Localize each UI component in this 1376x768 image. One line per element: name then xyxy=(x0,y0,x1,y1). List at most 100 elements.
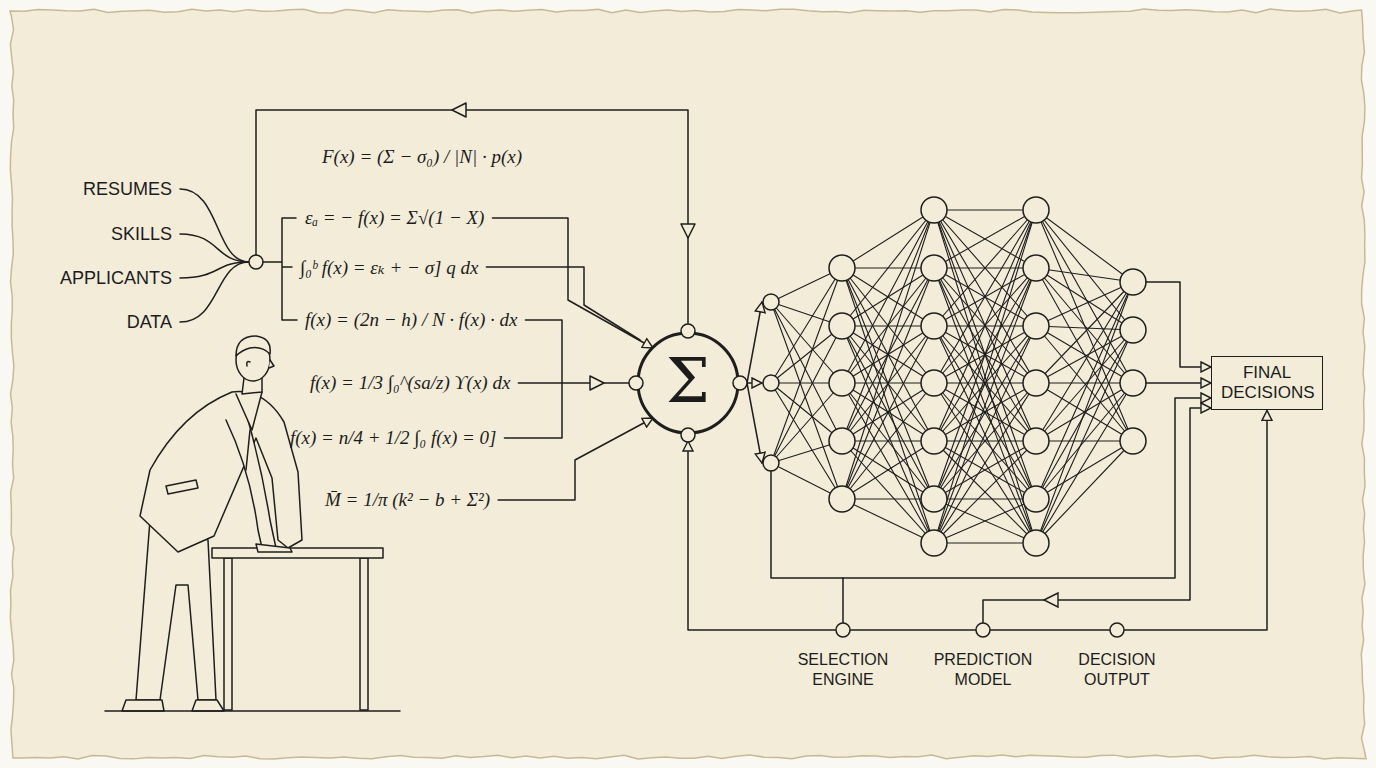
port-dot xyxy=(733,376,747,390)
network-neuron xyxy=(1120,428,1146,454)
drawing-group xyxy=(105,103,1211,711)
network-neuron xyxy=(1023,486,1049,512)
network-link xyxy=(1036,282,1133,499)
man-shoe xyxy=(192,700,224,711)
network-link xyxy=(1036,210,1133,330)
network-link xyxy=(934,210,1036,383)
network-link xyxy=(934,268,1036,499)
network-link xyxy=(1036,382,1133,383)
connector xyxy=(1124,410,1267,630)
network-link xyxy=(934,499,1036,543)
network-link xyxy=(842,268,934,499)
ground-line xyxy=(105,710,400,712)
network-neuron xyxy=(1120,317,1146,343)
network-link xyxy=(934,326,1036,543)
network-link xyxy=(1036,282,1133,543)
man-hand xyxy=(256,544,292,552)
stage-label: PREDICTION MODEL xyxy=(928,650,1038,690)
network-link xyxy=(1036,282,1133,326)
network-link xyxy=(934,268,1036,499)
network-neuron xyxy=(1023,313,1049,339)
stage-circle xyxy=(976,623,990,637)
network-link xyxy=(842,441,934,499)
stage-dot xyxy=(835,622,851,638)
connector xyxy=(990,629,1110,631)
neural-network xyxy=(763,197,1146,556)
network-link xyxy=(1036,383,1133,499)
flow-triangle xyxy=(452,103,466,117)
port-dot xyxy=(629,376,643,390)
table-leg xyxy=(224,558,232,710)
network-neuron xyxy=(1023,428,1049,454)
network-link xyxy=(1036,441,1133,543)
table-leg xyxy=(360,558,368,710)
connector xyxy=(983,408,1211,623)
connector xyxy=(688,441,836,630)
network-neuron xyxy=(921,428,947,454)
network-neuron xyxy=(921,197,947,223)
junction-dot xyxy=(249,255,263,269)
input-label: APPLICANTS xyxy=(60,268,172,289)
network-link xyxy=(842,268,934,499)
stage-dot xyxy=(1109,622,1125,638)
network-neuron xyxy=(921,486,947,512)
man-face xyxy=(247,360,274,368)
network-link xyxy=(1036,268,1133,282)
output-box: FINAL DECISIONS xyxy=(1211,356,1323,411)
flow-triangle xyxy=(1044,593,1058,607)
output-wire xyxy=(1146,382,1211,384)
formula-text: ∫₀ᵇ f(x) = εₖ + − σ] q dx xyxy=(300,256,478,279)
network-neuron xyxy=(829,486,855,512)
sum-ring xyxy=(638,333,738,433)
network-link xyxy=(1036,330,1133,543)
network-neuron xyxy=(1023,370,1049,396)
formula-wire xyxy=(498,418,653,500)
man-collar xyxy=(236,392,262,470)
network-neuron xyxy=(829,255,855,281)
stage-dot xyxy=(975,622,991,638)
network-neuron xyxy=(921,370,947,396)
network-link xyxy=(842,499,934,543)
network-link xyxy=(842,210,934,383)
network-link xyxy=(1036,330,1133,441)
stage-circle xyxy=(1110,623,1124,637)
network-link xyxy=(934,326,1036,543)
network-link xyxy=(842,441,934,499)
stage-label: DECISION OUTPUT xyxy=(1062,650,1172,690)
formula-text: f(x) = n/4 + 1/2 ∫₀ f(x) = 0] xyxy=(290,427,496,449)
port-dot xyxy=(681,324,695,338)
network-link xyxy=(842,210,934,268)
network-neuron xyxy=(829,370,855,396)
network-link xyxy=(1036,282,1133,383)
flow-triangle xyxy=(681,224,695,238)
input-label: RESUMES xyxy=(83,179,172,200)
network-link xyxy=(842,326,934,499)
network-link xyxy=(934,383,1036,499)
formula-wire xyxy=(525,320,562,383)
man-jacket xyxy=(140,392,302,552)
network-link xyxy=(842,383,934,499)
network-link xyxy=(842,498,934,499)
network-link xyxy=(842,210,934,441)
stage-node: DECISION OUTPUT xyxy=(1052,622,1182,690)
flow-triangle xyxy=(590,376,604,390)
formula-wire xyxy=(518,382,629,384)
network-link xyxy=(934,210,1036,543)
sum-symbol: Σ xyxy=(666,350,710,412)
network-link xyxy=(934,326,1036,499)
man-hair xyxy=(236,336,270,356)
network-link xyxy=(842,326,934,543)
output-wire xyxy=(1146,282,1211,367)
network-link xyxy=(934,210,1036,383)
network-link xyxy=(934,499,1036,543)
input-label: DATA xyxy=(127,312,172,333)
input-wire xyxy=(180,262,249,322)
man-shoe xyxy=(122,700,164,711)
network-link xyxy=(934,498,1036,499)
network-neuron xyxy=(1120,370,1146,396)
formula-text: f(x) = 1/3 ∫₀^(sa/z) ϒ(x) dx xyxy=(310,372,510,394)
network-link xyxy=(934,210,1036,543)
network-link xyxy=(934,383,1036,499)
stage-node: SELECTION ENGINE xyxy=(778,622,908,690)
